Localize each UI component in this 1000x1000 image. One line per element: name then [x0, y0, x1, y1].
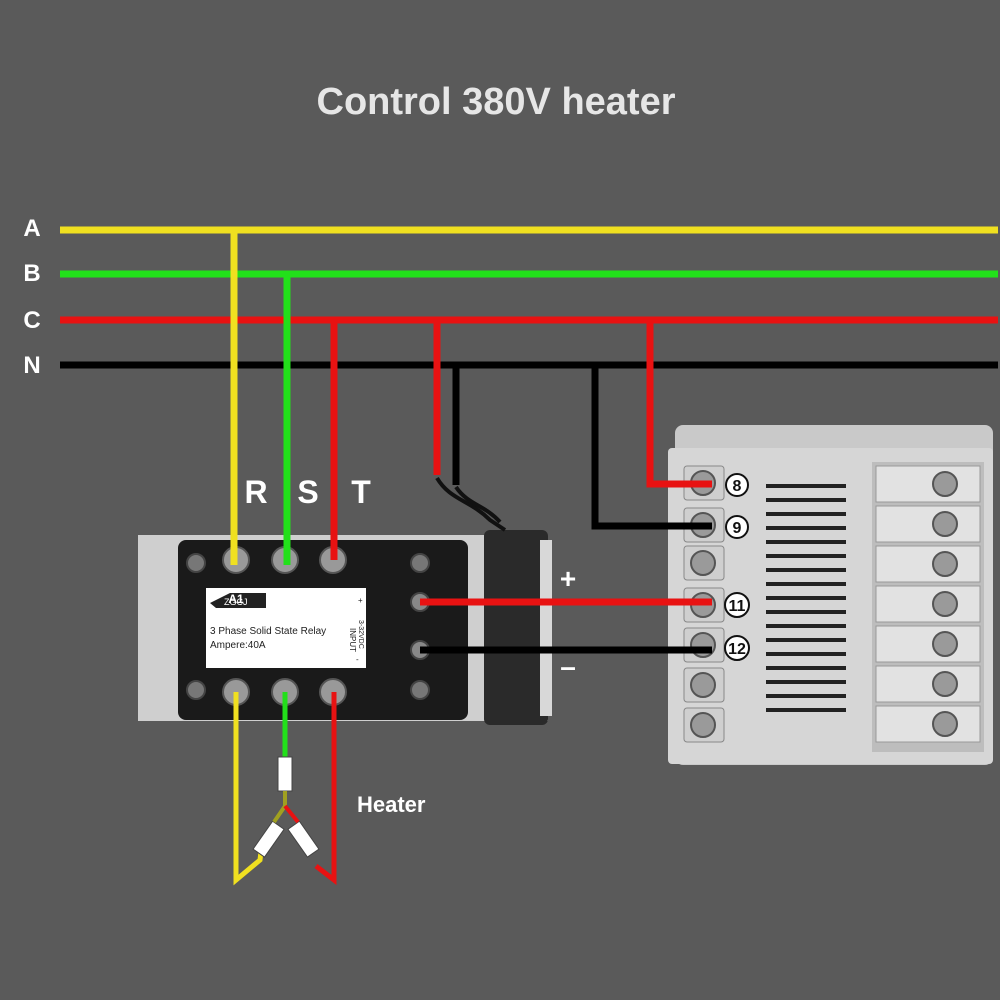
- relay-plate-plus: +: [358, 596, 363, 605]
- terminal-label-b2: B2: [277, 653, 293, 667]
- temperature-controller: [668, 425, 993, 765]
- relay-fan: [484, 530, 548, 725]
- relay-brand: ZGCJ: [224, 597, 248, 607]
- relay-model: 3 Phase Solid State Relay: [210, 626, 326, 637]
- terminal-badge-8: 8: [725, 473, 749, 497]
- terminal-label-c1: C1: [325, 592, 341, 606]
- bus-label-n: N: [23, 352, 40, 379]
- fan-lead-2: [454, 485, 502, 524]
- terminal-badge-12: 12: [724, 635, 750, 661]
- solid-state-relay: ZGCJ 3 Phase Solid State Relay Ampere:40…: [138, 530, 552, 725]
- terminal-label-a1: A1: [228, 592, 244, 606]
- terminal-badge-11: 11: [724, 592, 750, 618]
- terminal-label-b1: B1: [277, 592, 293, 606]
- relay-brand-flag: [210, 593, 266, 608]
- relay-fan-edge: [540, 540, 552, 716]
- heater-wire-c: [314, 692, 337, 886]
- phase-label-r: R: [244, 474, 267, 510]
- bus-label-c: C: [23, 307, 40, 334]
- polarity-minus: –: [560, 651, 576, 682]
- relay-plate-minus: -: [356, 655, 359, 664]
- diagram-title: Control 380V heater: [317, 81, 676, 123]
- controller-right-terminals: [875, 465, 981, 743]
- terminal-num-12: 12: [728, 641, 746, 658]
- terminal-badge-9: 9: [725, 515, 749, 539]
- bus-label-b: B: [23, 260, 40, 287]
- wire-c-to-t8: [646, 320, 712, 488]
- terminal-num-9: 9: [733, 520, 742, 537]
- wire-n-to-t9: [591, 365, 712, 530]
- bus-label-a: A: [23, 215, 40, 242]
- relay-input-range: 3-32VDC: [357, 620, 364, 649]
- heater-load: [233, 692, 337, 886]
- heater-element-a: [252, 820, 285, 858]
- phase-label-t: T: [351, 474, 371, 510]
- fan-lead-1: [435, 476, 507, 532]
- terminal-label-a2: A2: [228, 653, 244, 667]
- relay-rating: Ampere:40A: [210, 640, 266, 651]
- heater-element-b: [277, 756, 293, 792]
- phase-label-s: S: [297, 474, 318, 510]
- terminal-num-11: 11: [729, 598, 746, 615]
- polarity-plus: +: [560, 563, 576, 594]
- heater-label: Heater: [357, 792, 426, 817]
- relay-input: INPUT: [348, 628, 357, 652]
- terminal-label-c2: C2: [325, 653, 341, 667]
- terminal-num-8: 8: [733, 478, 742, 495]
- heater-element-c: [287, 820, 320, 858]
- controller-vents: [766, 484, 846, 712]
